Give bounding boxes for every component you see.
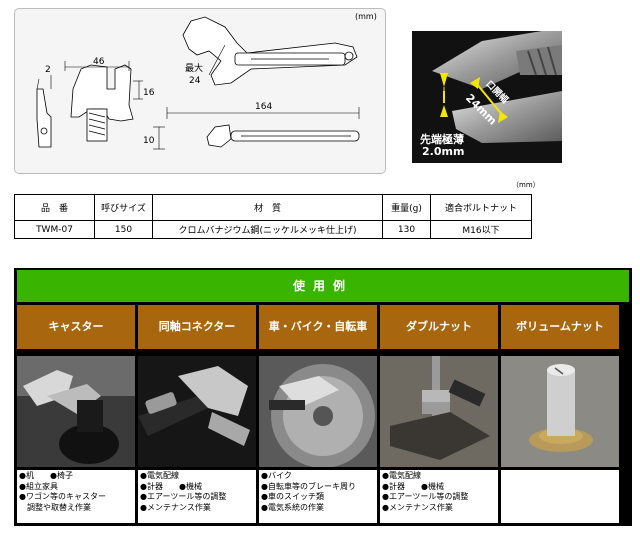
column-notes: ●電気配線 ●計器 ●機械 ●エアーツール等の調整 ●メンテナンス作業	[138, 470, 256, 523]
column-heading: 同軸コネクター	[138, 305, 256, 349]
note-line: ●電気系統の作業	[261, 502, 324, 512]
note-line: ●電気配線	[140, 471, 179, 480]
cell-size: 150	[94, 220, 153, 239]
usage-title: 使用例	[17, 270, 629, 302]
cell-weight: 130	[382, 220, 431, 239]
header-material: 材 質	[152, 194, 383, 221]
note-line: ●エアーツール等の調整	[140, 492, 227, 501]
jaw-closeup-photo: 口開幅 24mm 先端極薄 2.0mm	[412, 31, 562, 163]
dim-164-label: 164	[255, 102, 272, 112]
cell-part-number: TWM-07	[14, 220, 95, 239]
usage-column-vehicle: 車・バイク・自転車 ●バイク ●自転車等のブレーキ周り ●車のスイッチ類 ●電気…	[259, 305, 377, 523]
cell-material: クロムバナジウム鋼(ニッケルメッキ仕上げ)	[152, 220, 383, 239]
spec-data-row: TWM-07 150 クロムバナジウム鋼(ニッケルメッキ仕上げ) 130 M16…	[14, 220, 532, 239]
tip-value: 2.0mm	[422, 145, 465, 158]
double-nut-photo	[380, 356, 498, 467]
usage-column-double-nut: ダブルナット ●電気配線 ●計器 ●機械 ●エアーツール等の調整 ●メンテナンス…	[380, 305, 498, 523]
dim-46-label: 46	[93, 57, 105, 67]
spec-unit: （mm）	[512, 181, 540, 189]
note-line: ●バイク	[261, 471, 292, 480]
header-bolt-nut: 適合ボルトナット	[430, 194, 532, 221]
dim-16-label: 16	[143, 88, 155, 98]
column-heading: キャスター	[17, 305, 135, 349]
coaxial-photo	[138, 356, 256, 467]
column-notes: ●バイク ●自転車等のブレーキ周り ●車のスイッチ類 ●電気系統の作業	[259, 470, 377, 523]
note-line: ●車のスイッチ類	[261, 492, 324, 501]
drawing-unit: (mm)	[355, 12, 377, 21]
column-heading: ボリュームナット	[501, 305, 619, 349]
note-line: ●メンテナンス作業	[140, 502, 211, 512]
note-line: ●エアーツール等の調整	[382, 492, 469, 501]
header-size: 呼びサイズ	[94, 194, 153, 221]
note-line: ●組立家具	[19, 481, 58, 491]
dim-2-label: 2	[45, 65, 51, 75]
cell-bolt-nut: M16以下	[430, 220, 532, 239]
note-line: ●電気配線	[382, 471, 421, 480]
note-line: ●メンテナンス作業	[382, 502, 453, 512]
vehicle-photo	[259, 356, 377, 467]
spec-header-row: 品 番 呼びサイズ 材 質 重量(g) 適合ボルトナット	[14, 194, 532, 221]
usage-section: 使用例 キャスター ●机 ●椅子 ●組立家具 ●ワゴン等のキャスター 調整や取替…	[14, 268, 632, 526]
column-heading: 車・バイク・自転車	[259, 305, 377, 349]
usage-column-coaxial: 同軸コネクター ●電気配線 ●計器 ●機械 ●エアーツール等の調整 ●メンテナン…	[138, 305, 256, 523]
jaw-closeup-graphic	[412, 31, 562, 163]
caster-photo	[17, 356, 135, 467]
column-notes	[501, 470, 619, 523]
wrench-dimension-drawing: 2 46 16 最大 24 164 10	[36, 16, 360, 150]
note-line: ●計器 ●機械	[140, 481, 202, 491]
spec-table: 品 番 呼びサイズ 材 質 重量(g) 適合ボルトナット TWM-07 150 …	[14, 194, 532, 239]
usage-column-caster: キャスター ●机 ●椅子 ●組立家具 ●ワゴン等のキャスター 調整や取替え作業	[17, 305, 135, 523]
usage-column-volume-nut: ボリュームナット	[501, 305, 619, 523]
header-part-number: 品 番	[14, 194, 95, 221]
dim-24-label: 24	[189, 76, 201, 86]
max-label: 最大	[185, 62, 203, 74]
dim-10-label: 10	[143, 136, 155, 146]
column-heading: ダブルナット	[380, 305, 498, 349]
note-line: ●自転車等のブレーキ周り	[261, 481, 356, 491]
note-line: ●計器 ●機械	[382, 481, 444, 491]
column-notes: ●机 ●椅子 ●組立家具 ●ワゴン等のキャスター 調整や取替え作業	[17, 470, 135, 523]
technical-drawing: 2 46 16 最大 24 164 10	[14, 8, 386, 174]
note-line: ●机 ●椅子	[19, 471, 73, 480]
note-line: 調整や取替え作業	[19, 502, 91, 512]
note-line: ●ワゴン等のキャスター	[19, 492, 106, 501]
tip-label: 先端極薄	[420, 133, 464, 146]
header-weight: 重量(g)	[382, 194, 431, 221]
column-notes: ●電気配線 ●計器 ●機械 ●エアーツール等の調整 ●メンテナンス作業	[380, 470, 498, 523]
volume-nut-photo	[501, 356, 619, 467]
